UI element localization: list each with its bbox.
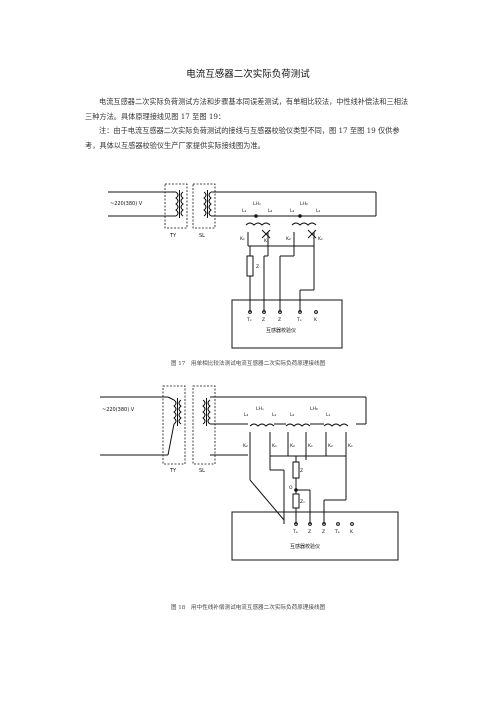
fig18-o-label: O xyxy=(289,485,293,491)
fig17-z-label: Z xyxy=(256,264,259,270)
intro-paragraph: 电流互感器二次实际负荷测试方法和步骤基本同误差测试，有单相比较法，中性线补偿法和… xyxy=(85,97,409,121)
fig17-term-4: Tₓ xyxy=(296,317,302,323)
fig17-l2b-label: L₂ xyxy=(290,208,295,214)
fig18-top-2: LHₓ xyxy=(256,406,264,412)
fig17-source-label: ~220(380) V xyxy=(110,201,143,207)
fig18-k-5: K₂ xyxy=(328,443,333,449)
figure-18-caption: 图 18 用中性线补偿测试电流互感器二次实际负荷原理接线图 xyxy=(170,605,326,611)
fig18-term-4: Tₐ xyxy=(334,529,340,535)
fig17-l1-label: L₁ xyxy=(242,208,247,214)
fig18-term-3: Z xyxy=(322,529,325,535)
fig17-l1b-label: L₁ xyxy=(316,208,321,214)
fig18-source-label: ~220(380) V xyxy=(102,407,135,413)
fig17-k2b-label: K₂ xyxy=(286,236,291,242)
fig18-z-label: Z xyxy=(300,468,303,474)
fig17-term-5: K xyxy=(314,317,318,323)
fig17-ty-label: TY xyxy=(169,233,177,239)
fig18-k-3: K₂ xyxy=(290,443,295,449)
figure-17-caption: 图 17 用单相比较法测试电流互感器二次实际负荷原理接线图 xyxy=(170,361,326,367)
fig17-sl-label: SL xyxy=(199,233,205,239)
fig18-zn-label: Zₙ xyxy=(300,499,305,505)
fig18-top-3: L₁ xyxy=(272,412,277,418)
fig17-term-2: Z xyxy=(262,317,265,323)
fig17-l2a-label: L₂ xyxy=(268,208,273,214)
fig18-top-6: L₁ xyxy=(326,412,331,418)
fig17-term-1: Tₓ xyxy=(246,317,252,323)
fig18-term-2: Z xyxy=(308,529,311,535)
fig18-top-4: L₂ xyxy=(290,412,295,418)
fig17-k1b-label: K₁ xyxy=(318,236,323,242)
fig17-k2a-label: K₂ xyxy=(264,238,269,244)
fig17-term-3: Z xyxy=(278,317,281,323)
fig17-lhx-label: LHₓ xyxy=(253,201,261,207)
fig18-k-1: K₂ xyxy=(243,443,248,449)
fig17-k1-label: K₁ xyxy=(240,236,245,242)
fig18-k-6: K₁ xyxy=(348,443,353,449)
fig18-term-5: K xyxy=(350,529,354,535)
fig18-ty-label: TY xyxy=(169,468,177,474)
figure-17-diagram xyxy=(108,183,377,349)
figure-18-diagram xyxy=(100,385,399,561)
page-title: 电流互感器二次实际负荷测试 xyxy=(186,69,310,80)
fig18-k-2: K₁ xyxy=(272,443,277,449)
fig18-top-1: L₂ xyxy=(244,412,249,418)
fig17-device-label: 互感器校验仪 xyxy=(266,327,296,334)
fig18-k-4: K₁ xyxy=(308,443,313,449)
fig18-device-label: 互感器校验仪 xyxy=(290,543,320,550)
fig18-top-5: LH₀ xyxy=(310,406,318,412)
fig17-lh0-label: LH₀ xyxy=(300,201,308,207)
note-paragraph: 注：由于电流互感器二次实际负荷测试的接线与互感器校验仪类型不同，图 17 至图 … xyxy=(85,126,400,150)
fig18-term-1: Tₐ xyxy=(292,529,298,535)
fig18-sl-label: SL xyxy=(199,468,205,474)
